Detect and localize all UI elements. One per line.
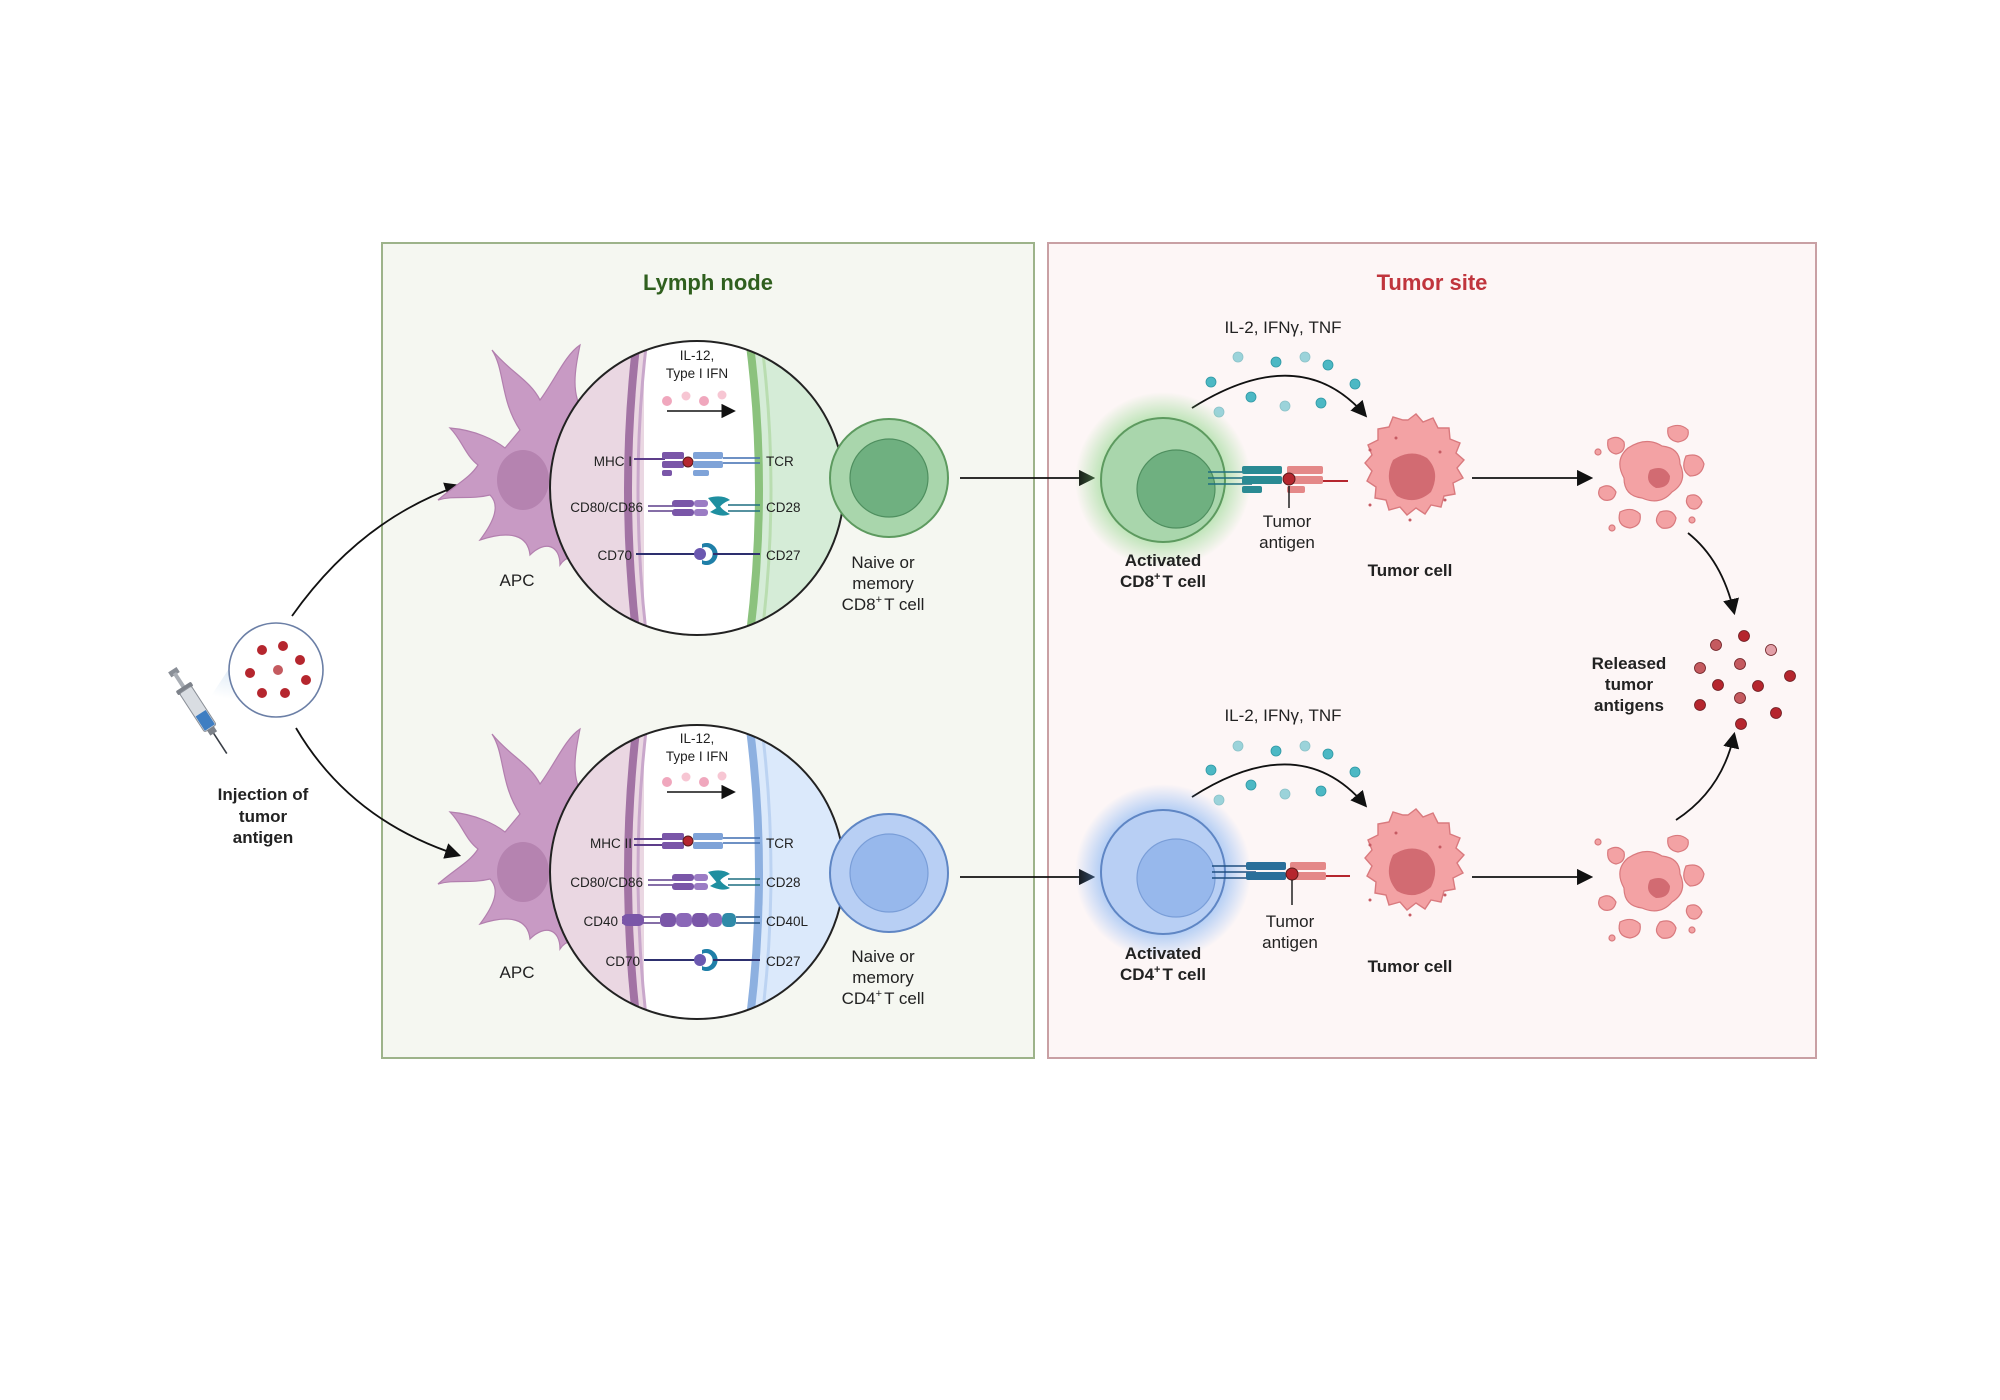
tcr-label-top: TCR [766, 454, 794, 469]
naive-cd4-tcell [829, 813, 949, 933]
naive-cd8-label-2: memory [852, 574, 914, 593]
syringe-icon [168, 666, 228, 754]
tumor-cell-top [1364, 413, 1465, 522]
bottom-cytokine-curve-arrow [1191, 763, 1368, 808]
bottom-antigen-label-2: antigen [1262, 933, 1318, 952]
activated-cd8-label-2: CD8+T cell [1120, 571, 1206, 591]
naive-cd4-label-2: memory [852, 968, 914, 987]
injection-label-1: Injection of [218, 785, 309, 804]
cd27-label-bottom: CD27 [766, 954, 801, 969]
top-effector-cytokines-label: IL-2, IFNγ, TNF [1224, 318, 1341, 337]
cd80-cd28-complex-bottom [648, 870, 760, 890]
top-antigen-label-1: Tumor [1263, 512, 1312, 531]
released-label-1: Released [1592, 654, 1667, 673]
bottom-cytokine-dots [662, 771, 727, 787]
cd27-label-top: CD27 [766, 548, 801, 563]
tumor-bottom-group: IL-2, IFNγ, TNF Tumor antigen [1075, 706, 1740, 984]
tumor-top-group: IL-2, IFNγ, TNF [1075, 318, 1739, 616]
arrow-injection-to-bottom-apc [295, 727, 462, 859]
released-label-2: tumor [1605, 675, 1654, 694]
tumor-site-title: Tumor site [1377, 270, 1488, 295]
cd80-label-bottom: CD80/CD86 [570, 875, 643, 890]
cd28-label-bottom: CD28 [766, 875, 801, 890]
bottom-il12-label-1: IL-12, [680, 731, 715, 746]
arrow-lysis-bottom-to-released [1675, 731, 1740, 821]
bottom-tcr-antigen-complex [1212, 862, 1350, 905]
tumor-cell-label-top: Tumor cell [1368, 561, 1453, 580]
activated-cd8-label-1: Activated [1125, 551, 1202, 570]
cd70-cd27-complex-top [636, 543, 760, 566]
tumor-cell-bottom [1364, 808, 1465, 917]
tumor-site-panel: Tumor site [1047, 242, 1817, 1059]
activated-cd4-label-2: CD4+T cell [1120, 964, 1206, 984]
lysed-tumor-bottom [1594, 834, 1705, 942]
injection-group: Injection of tumor antigen [168, 622, 324, 847]
released-antigen-dots [1694, 630, 1796, 730]
apc-label-bottom: APC [500, 963, 535, 982]
lymph-node-title: Lymph node [643, 270, 773, 295]
bottom-effector-cytokine-dots [1205, 740, 1361, 806]
top-cytokine-curve-arrow [1191, 374, 1368, 418]
naive-cd8-label-3: CD8+T cell [842, 594, 925, 614]
activated-cd8-tcell [1100, 417, 1226, 543]
bottom-il12-label-2: Type I IFN [666, 749, 728, 764]
injection-label-3: antigen [233, 828, 293, 847]
apc-label-top: APC [500, 571, 535, 590]
released-label-3: antigens [1594, 696, 1664, 715]
cd40l-label: CD40L [766, 914, 809, 929]
cd80-cd28-complex-top [648, 496, 760, 516]
top-il12-label-1: IL-12, [680, 348, 715, 363]
cd80-label-top: CD80/CD86 [570, 500, 643, 515]
arrow-injection-to-top-apc [291, 482, 462, 617]
bottom-effector-cytokines-label: IL-2, IFNγ, TNF [1224, 706, 1341, 725]
cd40-label: CD40 [583, 914, 618, 929]
antigen-dots [245, 641, 311, 698]
tcr-label-bottom: TCR [766, 836, 794, 851]
released-antigens-group: Released tumor antigens [1592, 630, 1796, 730]
naive-cd4-label-3: CD4+T cell [842, 988, 925, 1008]
naive-cd4-label-1: Naive or [851, 947, 915, 966]
cd70-cd27-complex-bottom [644, 949, 760, 971]
bottom-synapse-group: APC IL-12, Type I IFN [437, 724, 949, 1020]
activated-cd4-label-1: Activated [1125, 944, 1202, 963]
top-tcr-antigen-complex [1208, 466, 1348, 508]
bottom-antigen-label-1: Tumor [1266, 912, 1315, 931]
naive-cd8-tcell [829, 418, 949, 538]
injection-label-2: tumor [239, 807, 288, 826]
cd40-cd40l-complex [622, 913, 760, 927]
arrow-lysis-top-to-released [1687, 532, 1739, 616]
mhc1-tcr-complex [634, 452, 760, 476]
activated-cd4-tcell [1100, 809, 1226, 935]
mhc2-tcr-complex [634, 833, 760, 849]
mhc1-label: MHC I [594, 454, 632, 469]
cd28-label-top: CD28 [766, 500, 801, 515]
top-il12-label-2: Type I IFN [666, 366, 728, 381]
naive-cd8-label-1: Naive or [851, 553, 915, 572]
lysed-tumor-top [1594, 424, 1705, 532]
top-cytokine-dots [662, 390, 727, 406]
cd70-label-bottom: CD70 [605, 954, 640, 969]
cd70-label-top: CD70 [597, 548, 632, 563]
tumor-cell-label-bottom: Tumor cell [1368, 957, 1453, 976]
top-antigen-label-2: antigen [1259, 533, 1315, 552]
mhc2-label: MHC II [590, 836, 632, 851]
